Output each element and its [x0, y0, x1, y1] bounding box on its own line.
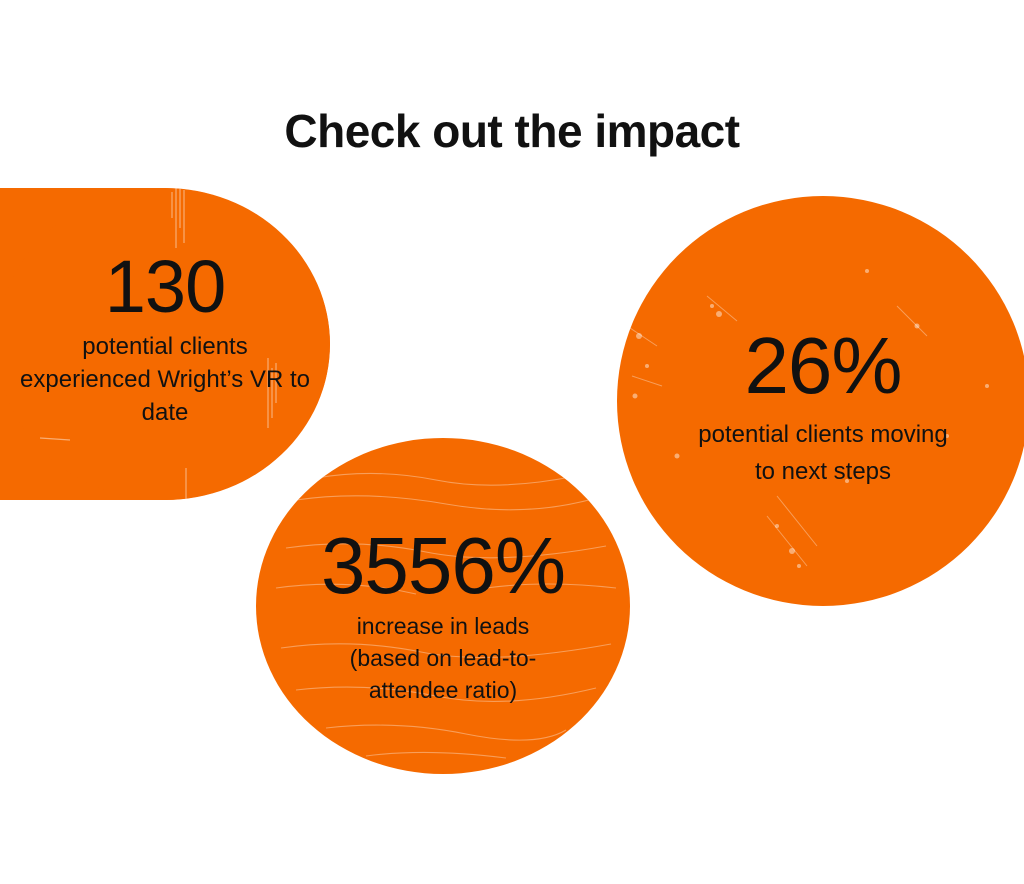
stat-number: 130: [104, 245, 226, 328]
stat-number: 26%: [744, 321, 902, 410]
stat-description: potential clients moving to next steps: [698, 421, 948, 485]
stat-block: 130 potential clients experienced Wright…: [0, 250, 330, 429]
stat-circle-next-steps: 26% potential clients moving to next ste…: [617, 196, 1024, 606]
stat-circle-fill: [0, 188, 330, 500]
stat-description: increase in leads (based on lead-to-atte…: [349, 613, 537, 703]
stat-number: 3556%: [320, 521, 566, 610]
headline: Check out the impact: [284, 105, 740, 157]
stat-description: potential clients experienced Wright’s V…: [20, 333, 310, 426]
stat-circle-clients-experienced: 130 potential clients experienced Wright…: [0, 188, 330, 500]
stat-block: 3556% increase in leads (based on lead-t…: [256, 526, 630, 706]
stat-circle-lead-increase: 3556% increase in leads (based on lead-t…: [256, 438, 630, 774]
stat-block: 26% potential clients moving to next ste…: [617, 326, 1024, 490]
